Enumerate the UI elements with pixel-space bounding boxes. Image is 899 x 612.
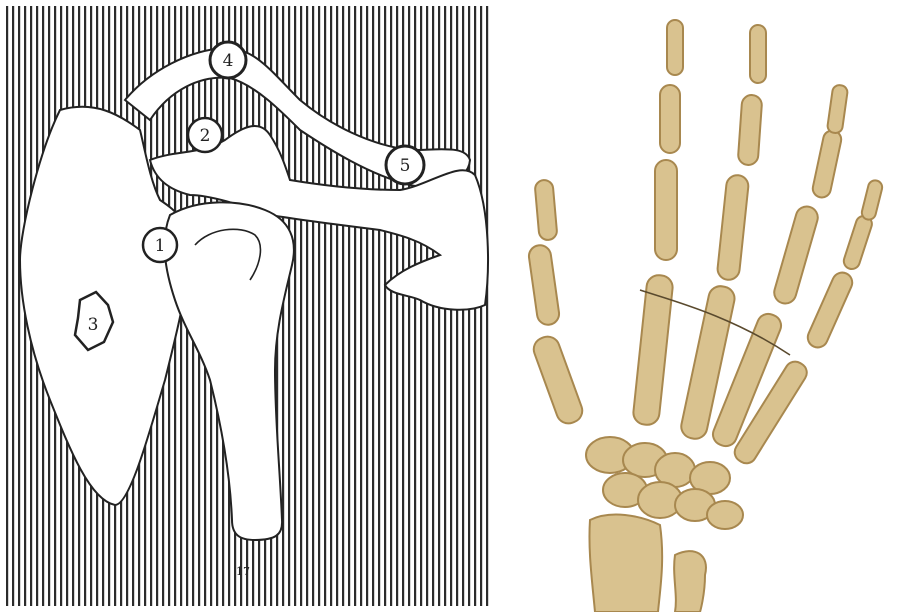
shoulder-diagram: 1 2 3 4 5 17 [0,0,500,612]
plate-number: 17 [236,565,250,578]
hand-skeleton-photo [500,0,899,612]
radius-bone [589,515,662,612]
marker-1: 1 [143,228,177,262]
marker-1-label: 1 [155,236,166,256]
marker-3-label: 3 [88,315,99,335]
shoulder-diagram-panel: 1 2 3 4 5 17 [0,0,500,612]
hand-skeleton-photo-panel [500,0,899,612]
marker-2-label: 2 [200,126,211,146]
marker-2: 2 [188,118,222,152]
ulna-bone [674,551,706,612]
marker-4-label: 4 [223,51,234,71]
marker-5-label: 5 [400,156,411,176]
marker-5: 5 [386,146,424,184]
marker-4: 4 [210,42,246,78]
